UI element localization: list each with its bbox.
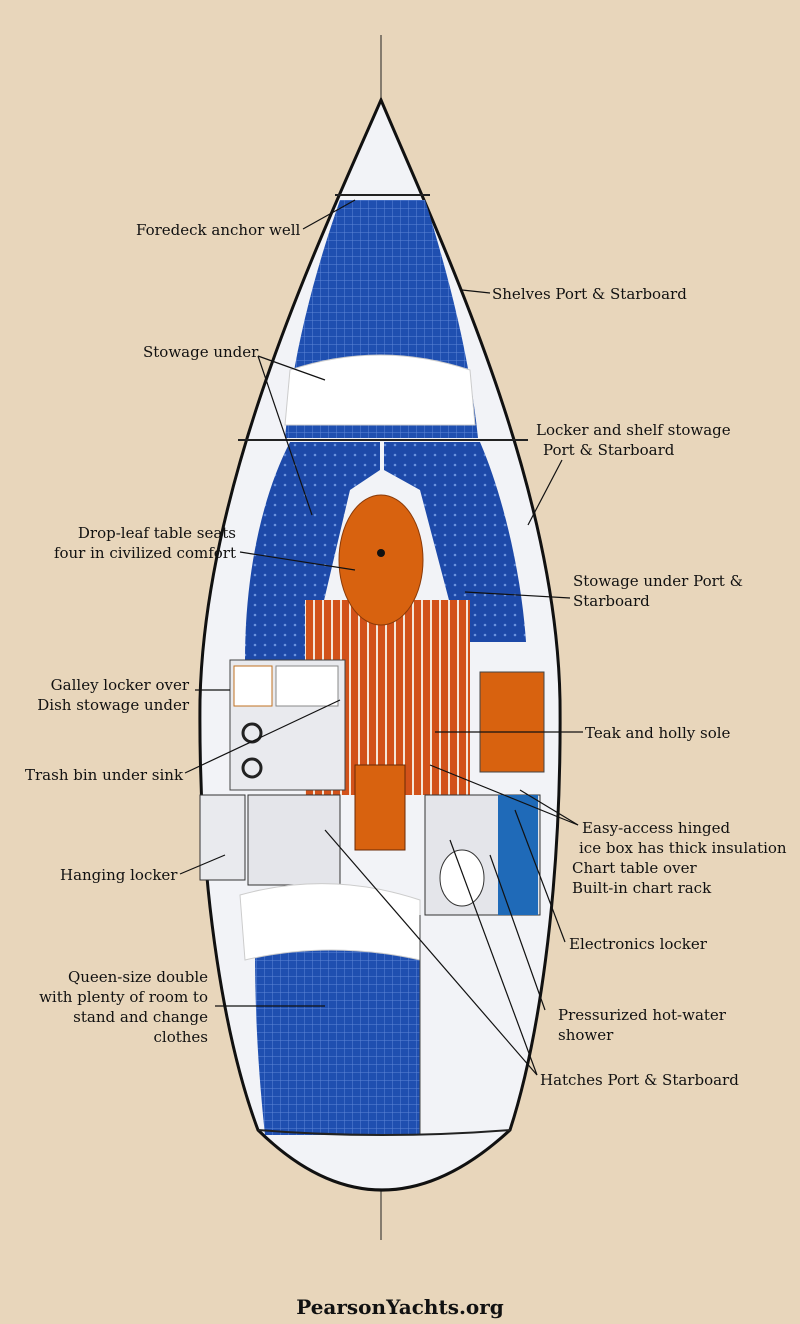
label-line: Starboard xyxy=(573,592,650,610)
label-locker-shelf: Locker and shelf stowage Port & Starboar… xyxy=(536,420,731,460)
label-electronics-locker: Electronics locker xyxy=(569,935,707,953)
leader-lines xyxy=(179,199,583,1076)
label-line: Drop-leaf table seats xyxy=(77,524,236,542)
port-settee xyxy=(245,442,380,660)
label-stowage-under: Stowage under xyxy=(143,343,259,361)
label-trash-bin: Trash bin under sink xyxy=(25,766,184,784)
label-line: four in civilized comfort xyxy=(53,544,236,562)
label-line: Easy-access hinged xyxy=(582,819,731,837)
starboard-settee xyxy=(384,442,526,642)
label-line: shower xyxy=(558,1026,614,1044)
label-teak-sole: Teak and holly sole xyxy=(585,724,731,742)
label-line: clothes xyxy=(153,1028,209,1046)
label-line: Chart table over xyxy=(572,859,697,877)
label-line: Locker and shelf stowage xyxy=(536,421,731,439)
label-line: Stowage under Port & xyxy=(573,572,743,590)
label-anchor-well: Foredeck anchor well xyxy=(136,221,301,239)
hanging-locker xyxy=(199,794,246,881)
label-drop-leaf-table: Drop-leaf table seats four in civilized … xyxy=(54,523,236,563)
label-line: ice box has thick insulation xyxy=(579,839,787,857)
label-stowage-port-starboard: Stowage under Port & Starboard xyxy=(573,571,743,611)
label-line: Galley locker over xyxy=(50,676,189,694)
label-galley: Galley locker over Dish stowage under xyxy=(37,675,189,715)
label-queen-berth: Queen-size double with plenty of room to… xyxy=(39,967,208,1047)
label-line: stand and change xyxy=(73,1008,208,1026)
label-icebox-chart: Easy-access hinged ice box has thick ins… xyxy=(572,818,787,898)
label-shelves: Shelves Port & Starboard xyxy=(492,285,687,303)
aft-berth xyxy=(255,950,420,1135)
label-line: Pressurized hot-water xyxy=(558,1006,726,1024)
label-hanging-locker: Hanging locker xyxy=(60,866,178,884)
label-shower: Pressurized hot-water shower xyxy=(558,1005,726,1045)
drop-leaf-table xyxy=(338,494,424,626)
label-line: Queen-size double xyxy=(67,968,208,986)
label-hatches: Hatches Port & Starboard xyxy=(540,1071,739,1089)
label-line: Port & Starboard xyxy=(543,441,675,459)
label-line: with plenty of room to xyxy=(39,988,208,1006)
companionway xyxy=(354,764,406,851)
label-line: Dish stowage under xyxy=(37,696,189,714)
label-line: Built-in chart rack xyxy=(572,879,712,897)
chart-table xyxy=(479,671,545,773)
footer-site-name: PearsonYachts.org xyxy=(296,1295,504,1319)
